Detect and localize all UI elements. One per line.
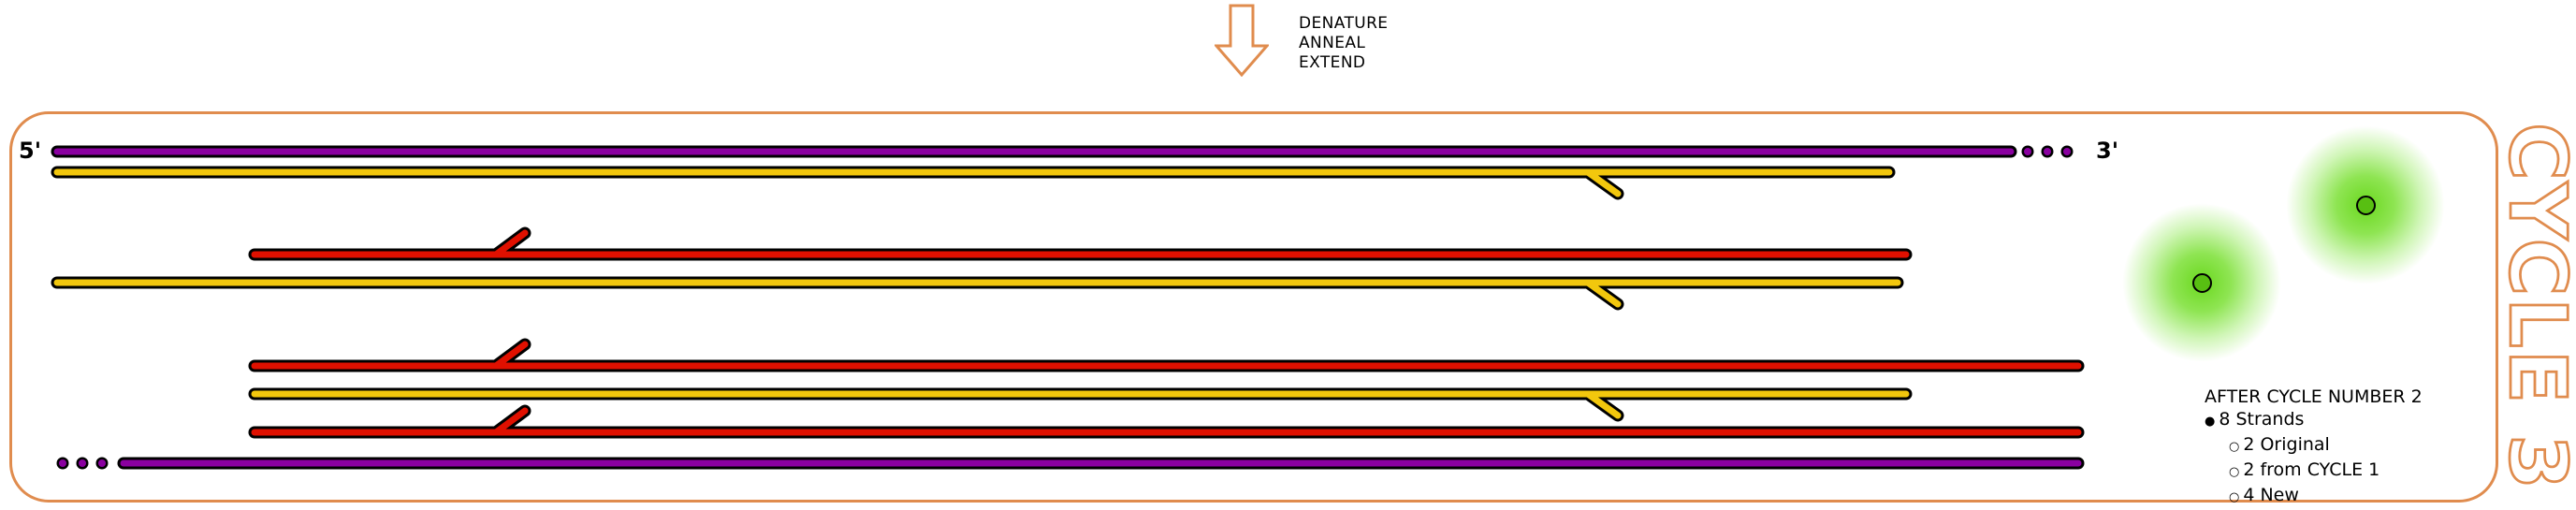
cycle-stage-label: CYCLE 3 — [2492, 123, 2576, 491]
original-strand-top-continuation-dot — [2041, 145, 2054, 158]
cycle1-strand-a — [53, 168, 1893, 197]
pcr-steps-label: DENATURE ANNEAL EXTEND — [1299, 14, 1388, 73]
three-prime-label: 3' — [2096, 138, 2119, 164]
cycle-summary: AFTER CYCLE NUMBER 2 ●8 Strands ○2 Origi… — [2205, 386, 2423, 509]
summary-item: ○2 from CYCLE 1 — [2229, 459, 2423, 484]
five-prime-label: 5' — [19, 138, 42, 164]
cycle-flow-arrow — [1215, 4, 1269, 77]
down-arrow-icon — [1215, 4, 1269, 77]
summary-item-text: 2 Original — [2243, 434, 2330, 455]
step-denature: DENATURE — [1299, 14, 1389, 33]
original-strand-top-continuation-dot — [2060, 145, 2074, 158]
bullet-marker: ○ — [2229, 440, 2240, 454]
original-strand-top-continuation-dot — [2021, 145, 2034, 158]
summary-item-text: 8 Strands — [2219, 409, 2305, 430]
summary-item: ○4 New — [2229, 484, 2423, 509]
summary-title: AFTER CYCLE NUMBER 2 — [2205, 386, 2423, 407]
fluorophore-dot — [2355, 195, 2376, 215]
fluorescence-glow — [2119, 200, 2284, 365]
cycle-3-panel — [9, 111, 2498, 503]
summary-item-text: 4 New — [2243, 485, 2299, 505]
new-strand-b — [251, 341, 2082, 370]
new-strand-a — [251, 229, 1910, 258]
bullet-marker: ● — [2205, 415, 2216, 429]
original-strand-bottom-continuation-dot — [95, 457, 109, 470]
cycle1-strand-b — [53, 279, 1901, 308]
bullet-marker: ○ — [2229, 490, 2240, 504]
summary-item-text: 2 from CYCLE 1 — [2243, 459, 2380, 480]
summary-item: ○2 Original — [2229, 433, 2423, 459]
step-anneal: ANNEAL — [1299, 34, 1366, 52]
original-strand-bottom-continuation-dot — [76, 457, 89, 470]
fluorescence-glow — [2283, 123, 2448, 287]
cycle1-strand-c — [251, 390, 1910, 419]
original-strand-bottom-continuation-dot — [56, 457, 69, 470]
bullet-marker: ○ — [2229, 465, 2240, 479]
summary-item: ●8 Strands — [2205, 408, 2423, 433]
step-extend: EXTEND — [1299, 53, 1366, 72]
new-strand-c — [251, 407, 2082, 436]
fluorophore-dot — [2191, 272, 2212, 293]
